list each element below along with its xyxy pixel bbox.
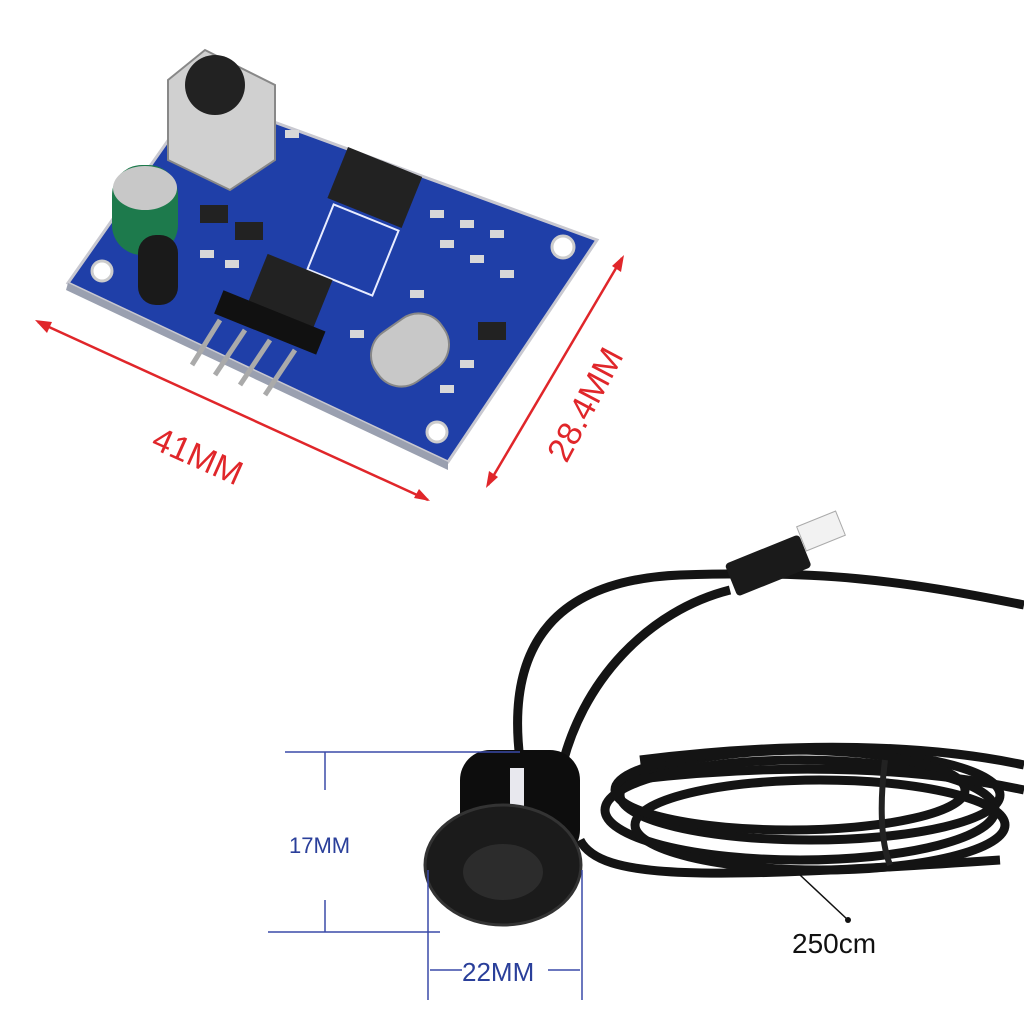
- pcb-board: [65, 48, 600, 470]
- dimension-arrows-board: [35, 255, 624, 502]
- cable-length-label: 250cm: [792, 928, 877, 959]
- cable-connector: [725, 510, 846, 596]
- ultrasonic-sensor: [423, 750, 583, 927]
- cable-length-pointer: [799, 874, 849, 921]
- sensor-diameter-label: 22MM: [462, 957, 535, 987]
- sensor-cable: [513, 569, 1024, 878]
- sensor-height-label: 17MM: [289, 833, 351, 858]
- dimension-lines-sensor: [268, 751, 583, 1000]
